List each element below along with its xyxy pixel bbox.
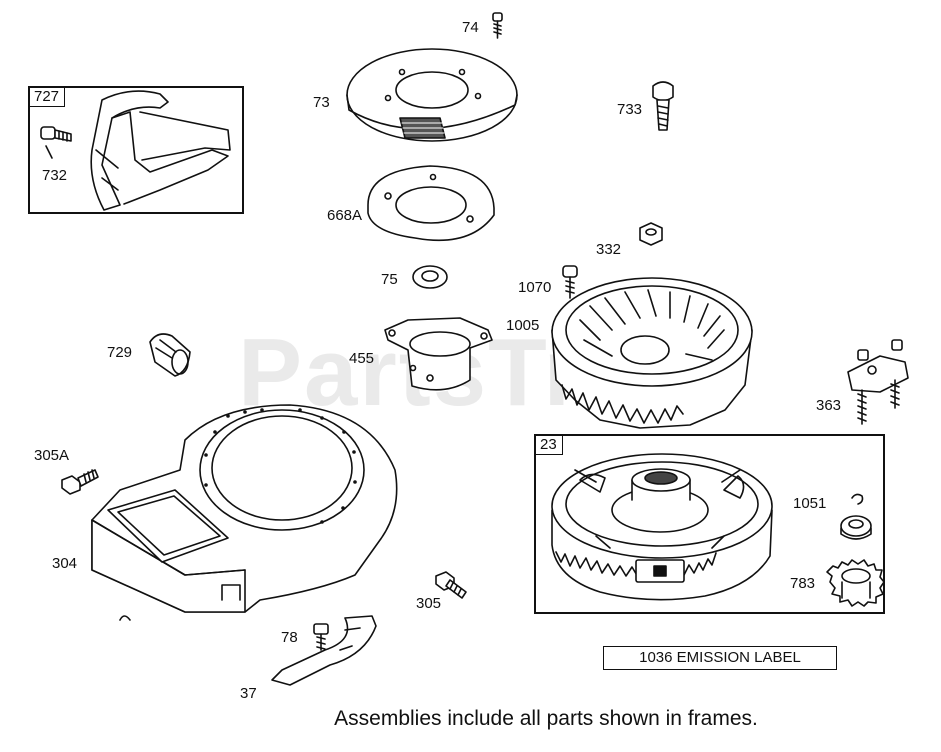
emission-label-box[interactable]: 1036 EMISSION LABEL — [603, 646, 837, 670]
part-label-304[interactable]: 304 — [52, 555, 78, 572]
part-label-1051[interactable]: 1051 — [793, 495, 827, 512]
part-363-bracket-drawing[interactable] — [847, 339, 909, 425]
part-305a-screw-drawing[interactable] — [61, 469, 99, 495]
part-label-732[interactable]: 732 — [42, 167, 68, 184]
part-label-455[interactable]: 455 — [349, 350, 375, 367]
part-label-1005[interactable]: 1005 — [506, 317, 540, 334]
part-1005-fan-drawing[interactable] — [551, 277, 753, 429]
part-1051-washer-drawing[interactable] — [840, 515, 872, 540]
part-label-305a[interactable]: 305A — [34, 447, 70, 464]
part-label-37[interactable]: 37 — [240, 685, 257, 702]
part-455-bracket-drawing[interactable] — [384, 317, 493, 391]
frame-23-tag: 23 — [536, 436, 563, 455]
part-727-shroud-drawing[interactable] — [90, 90, 231, 211]
part-label-332[interactable]: 332 — [596, 241, 622, 258]
part-75-washer-drawing[interactable] — [412, 265, 448, 289]
frame-727-tag: 727 — [30, 88, 66, 107]
part-729-grommet-drawing[interactable] — [149, 333, 191, 377]
part-label-305[interactable]: 305 — [416, 595, 442, 612]
part-label-73[interactable]: 73 — [313, 94, 330, 111]
part-732-screw-drawing[interactable] — [40, 126, 72, 159]
part-label-733[interactable]: 733 — [617, 101, 643, 118]
part-label-729[interactable]: 729 — [107, 344, 133, 361]
part-305-screw-drawing[interactable] — [435, 571, 467, 599]
part-label-75[interactable]: 75 — [381, 271, 398, 288]
part-label-668a[interactable]: 668A — [327, 207, 363, 224]
part-1070-bolt-drawing[interactable] — [562, 265, 578, 299]
part-label-74[interactable]: 74 — [462, 19, 479, 36]
frame-727: 727 — [28, 86, 244, 214]
part-1051-key-drawing[interactable] — [851, 493, 864, 505]
part-78-screw-drawing[interactable] — [313, 623, 329, 651]
footer-note: Assemblies include all parts shown in fr… — [334, 707, 758, 730]
part-label-783[interactable]: 783 — [790, 575, 816, 592]
part-37-baffle-drawing[interactable] — [271, 615, 377, 686]
frame-23: 23 — [534, 434, 885, 614]
part-74-screw-drawing[interactable] — [492, 12, 503, 39]
part-23-flywheel-drawing[interactable] — [551, 453, 773, 601]
part-733-bolt-drawing[interactable] — [652, 81, 674, 131]
part-668a-ring-drawing[interactable] — [367, 165, 495, 242]
part-73-blower-plate-drawing[interactable] — [346, 48, 518, 142]
part-783-gear-drawing[interactable] — [826, 559, 885, 607]
part-304-blower-housing-drawing[interactable] — [91, 404, 398, 621]
part-label-363[interactable]: 363 — [816, 397, 842, 414]
part-label-78[interactable]: 78 — [281, 629, 298, 646]
part-label-1070[interactable]: 1070 — [518, 279, 552, 296]
part-332-nut-drawing[interactable] — [639, 222, 663, 246]
